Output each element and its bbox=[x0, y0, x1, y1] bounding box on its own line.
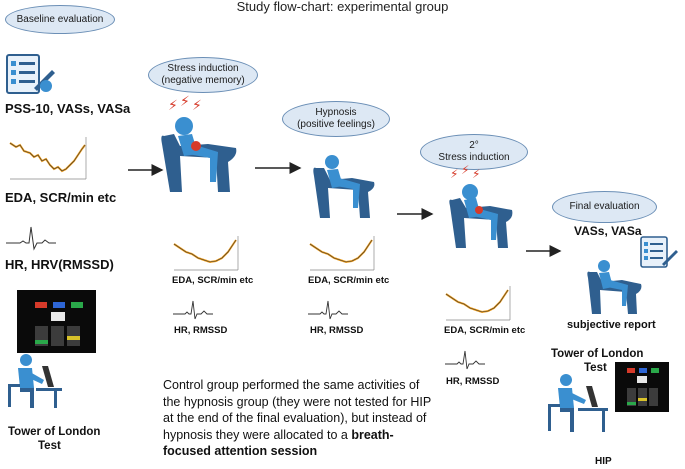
final-evaluation-stage-oval: Final evaluation bbox=[552, 191, 657, 223]
second-stress-hr-label: HR, RMSSD bbox=[446, 376, 500, 387]
questionnaire-icon bbox=[6, 54, 55, 94]
final-evaluation-label: Final evaluation bbox=[569, 201, 640, 212]
baseline-tol-label-1: Tower of London bbox=[8, 426, 101, 438]
tower-of-london-screen bbox=[17, 290, 96, 353]
baseline-hr-label: HR, HRV(RMSSD) bbox=[5, 257, 114, 272]
subjective-report-label: subjective report bbox=[567, 319, 656, 331]
hypnosis-eda-label: EDA, SCR/min etc bbox=[308, 275, 390, 286]
control-group-note-text: Control group performed the same activit… bbox=[163, 378, 431, 442]
stress-induction-stage-oval: Stress induction (negative memory) bbox=[148, 57, 258, 93]
control-group-note-bold: breath-focused attention session bbox=[163, 427, 394, 459]
stress-eda-label: EDA, SCR/min etc bbox=[172, 275, 254, 286]
hypnosis-label-1: Hypnosis bbox=[315, 107, 357, 118]
svg-text:⚡: ⚡ bbox=[168, 98, 178, 114]
svg-text:⚡: ⚡ bbox=[180, 94, 190, 110]
baseline-ecg-icon bbox=[6, 226, 56, 251]
page-title: Study flow-chart: experimental group bbox=[236, 0, 449, 14]
final-tol-label-1: Tower of London bbox=[551, 348, 644, 360]
hypnosis-hr-label: HR, RMSSD bbox=[310, 325, 364, 336]
second-stress-label-2: Stress induction bbox=[438, 152, 510, 163]
second-stress-person-chair-icon: ⚡ ⚡ ⚡ bbox=[449, 163, 513, 248]
stress-induction-label-1: Stress induction bbox=[167, 63, 239, 74]
second-stress-eda-label: EDA, SCR/min etc bbox=[444, 325, 526, 336]
baseline-eda-chart-icon bbox=[9, 137, 87, 180]
hypnosis-stage-oval: Hypnosis (positive feelings) bbox=[282, 101, 390, 137]
second-stress-ecg-icon bbox=[445, 350, 485, 370]
stress-hr-label: HR, RMSSD bbox=[174, 325, 228, 336]
second-stress-label-1: 2° bbox=[469, 140, 479, 151]
svg-text:⚡: ⚡ bbox=[472, 167, 480, 181]
baseline-tol-label-2: Test bbox=[38, 440, 61, 452]
final-vas-label: VASs, VASa bbox=[574, 224, 642, 238]
final-tower-of-london-screen bbox=[615, 362, 669, 412]
svg-text:⚡: ⚡ bbox=[450, 167, 458, 181]
control-group-note: Control group performed the same activit… bbox=[163, 377, 433, 460]
hypnosis-person-chair-icon bbox=[313, 155, 375, 218]
final-person-at-computer-icon bbox=[548, 374, 608, 432]
hypnosis-ecg-icon bbox=[308, 300, 348, 320]
baseline-stage-label: Baseline evaluation bbox=[16, 13, 104, 25]
final-tol-label-2: Test bbox=[584, 362, 607, 374]
stress-ecg-icon bbox=[173, 300, 213, 320]
baseline-eda-label: EDA, SCR/min etc bbox=[5, 190, 117, 205]
hypnosis-label-2: (positive feelings) bbox=[297, 119, 375, 130]
hypnosis-eda-chart-icon bbox=[309, 236, 375, 271]
svg-text:⚡: ⚡ bbox=[192, 98, 202, 114]
hip-label: HIP bbox=[595, 456, 612, 467]
baseline-questionnaires-label: PSS-10, VASs, VASa bbox=[5, 101, 131, 116]
final-questionnaire-icon bbox=[640, 236, 678, 268]
svg-text:⚡: ⚡ bbox=[461, 163, 469, 177]
baseline-stage-oval: Baseline evaluation bbox=[5, 5, 115, 34]
stress-person-chair-icon: ⚡ ⚡ ⚡ bbox=[161, 94, 237, 192]
stress-eda-chart-icon bbox=[173, 236, 239, 271]
final-person-chair-icon bbox=[587, 260, 642, 314]
stress-induction-label-2: (negative memory) bbox=[161, 75, 245, 86]
second-stress-eda-chart-icon bbox=[445, 286, 511, 321]
person-at-computer-icon bbox=[8, 354, 62, 408]
second-stress-stage-oval: 2° Stress induction bbox=[420, 134, 528, 170]
